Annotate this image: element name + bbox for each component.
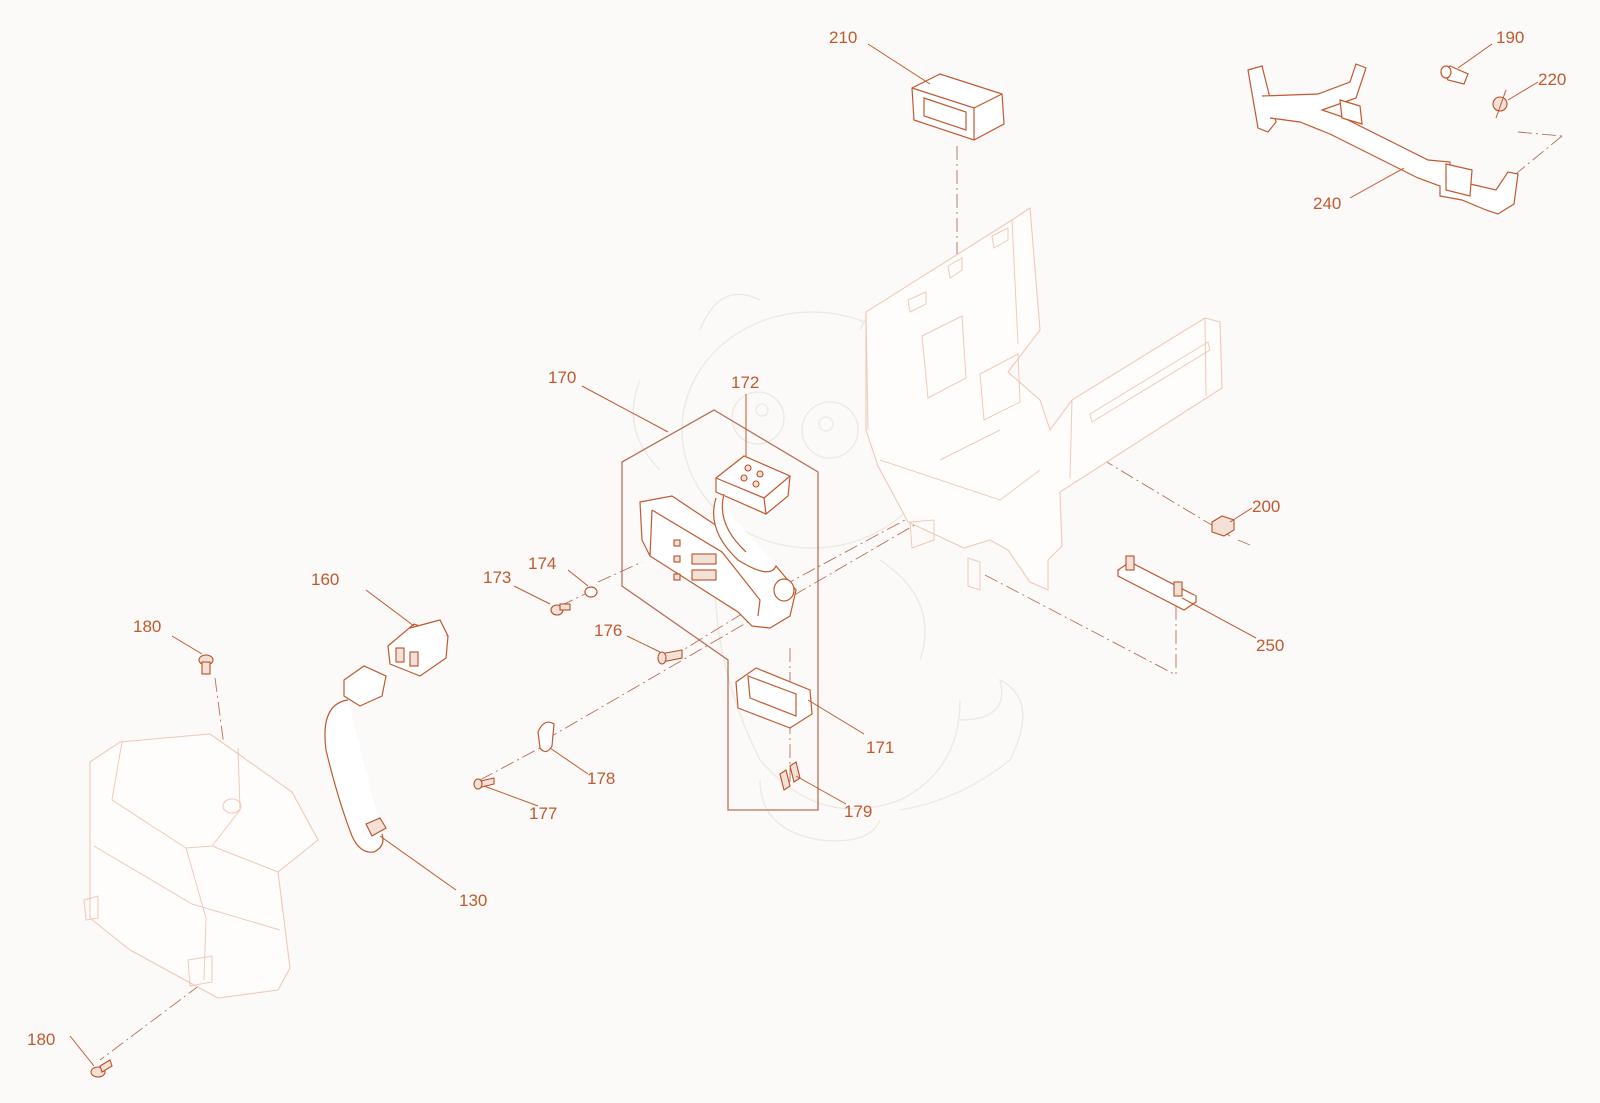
callout-130: 130	[459, 891, 487, 910]
callout-190: 190	[1496, 28, 1524, 47]
callout-160: 160	[311, 570, 339, 589]
callout-179: 179	[844, 802, 872, 821]
part-220-pin	[1492, 89, 1508, 119]
callout-178: 178	[587, 769, 615, 788]
part-178-clamp	[537, 721, 555, 753]
part-200-nut	[1211, 515, 1235, 537]
leader-lines	[69, 43, 1539, 1067]
part-180-screw-bottom	[90, 1059, 113, 1078]
callout-176: 176	[594, 621, 622, 640]
part-173-screw	[550, 603, 571, 616]
front-cover	[83, 733, 319, 999]
part-190-bolt	[1440, 65, 1469, 85]
callout-170: 170	[548, 368, 576, 387]
part-160-switch	[387, 619, 449, 677]
assembly-axis-lines	[99, 131, 1563, 1061]
callout-250: 250	[1256, 636, 1284, 655]
callout-177: 177	[529, 804, 557, 823]
watermark-illustration	[632, 293, 1024, 842]
callout-200: 200	[1252, 497, 1280, 516]
part-177-screw	[473, 777, 495, 790]
part-210-sleeve	[911, 73, 1005, 141]
callout-210: 210	[829, 28, 857, 47]
part-176-screw	[657, 649, 683, 665]
callout-174: 174	[528, 554, 556, 573]
callout-220: 220	[1538, 70, 1566, 89]
callout-173: 173	[483, 568, 511, 587]
group-170-outline	[621, 409, 819, 811]
part-240-bracket	[1247, 63, 1519, 215]
callout-180-top: 180	[133, 617, 161, 636]
callout-171: 171	[866, 738, 894, 757]
part-171-clip	[735, 667, 813, 729]
part-180-screw-top	[198, 654, 214, 675]
part-174-washer	[584, 586, 598, 598]
part-170-control-unit	[639, 493, 797, 629]
callout-240: 240	[1313, 194, 1341, 213]
callout-180-bottom: 180	[27, 1030, 55, 1049]
part-172-terminal	[715, 455, 791, 515]
part-250-plate	[1116, 555, 1198, 611]
part-130-harness	[324, 665, 387, 853]
callout-labels: 210 190 220 240 170 172 200 160 174 173 …	[27, 28, 1566, 1049]
main-housing-frame	[865, 207, 1223, 591]
callout-172: 172	[731, 373, 759, 392]
